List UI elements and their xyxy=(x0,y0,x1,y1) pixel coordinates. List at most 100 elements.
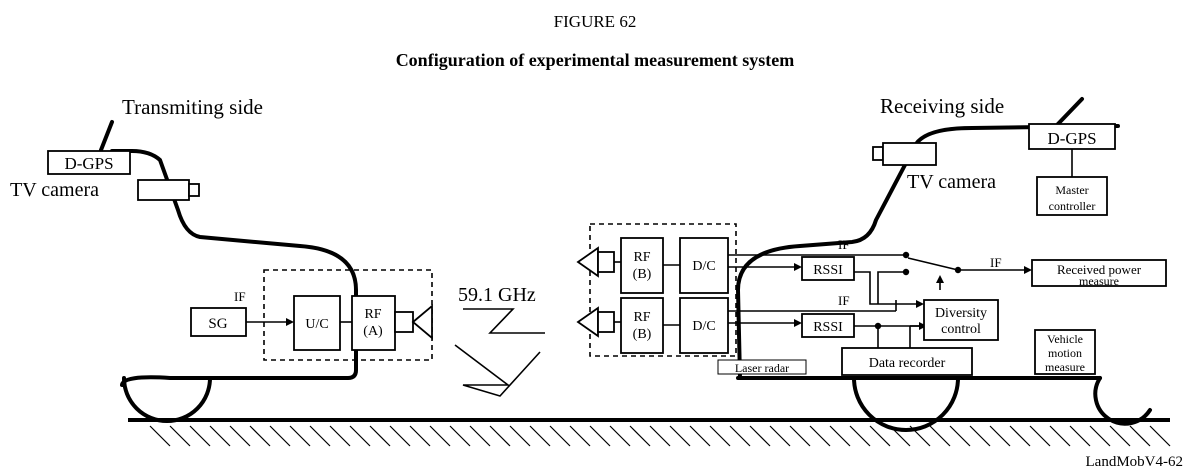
data-recorder-label: Data recorder xyxy=(869,356,946,371)
rx-rf-b-1-line2: (B) xyxy=(633,267,652,282)
received-power-measure-box: Received power measure xyxy=(1031,259,1167,288)
rx-rf-b-2-line1: RF xyxy=(633,310,650,325)
hatch-stroke xyxy=(429,425,451,447)
hatch-stroke xyxy=(1109,425,1131,447)
hatch-stroke xyxy=(569,425,591,447)
diversity-control-line1: Diversity xyxy=(935,306,987,321)
received-power-line2: measure xyxy=(1079,274,1119,288)
rx-rf-b-box-1: RF (B) xyxy=(620,237,664,294)
rx-if-label-3: IF xyxy=(990,255,1002,270)
receiving-side-label: Receiving side xyxy=(880,94,1004,118)
hatch-stroke xyxy=(369,425,391,447)
hatch-stroke xyxy=(669,425,691,447)
figure-reference: LandMobV4-62 xyxy=(1086,454,1184,470)
tx-uc-box: U/C xyxy=(293,295,341,351)
hatch-stroke xyxy=(529,425,551,447)
received-power-line1: Received power xyxy=(1057,262,1142,277)
hatch-stroke xyxy=(649,425,671,447)
rssi-box-2: RSSI xyxy=(801,313,855,338)
hatch-stroke xyxy=(1149,425,1171,447)
hatch-stroke xyxy=(1029,425,1051,447)
rx-dc-box-1: D/C xyxy=(679,237,729,294)
vehicle-motion-line3: measure xyxy=(1045,360,1085,374)
data-recorder-box: Data recorder xyxy=(841,347,973,376)
master-controller-line2: controller xyxy=(1049,199,1096,213)
transmitting-side-label: Transmiting side xyxy=(122,95,263,119)
vehicle-motion-line1: Vehicle xyxy=(1047,332,1083,346)
tx-camera-icon xyxy=(137,179,200,201)
rx-rf-b-2-line2: (B) xyxy=(633,327,652,342)
rx-if-label-1: IF xyxy=(838,237,850,252)
tx-rf-a-box: RF (A) xyxy=(351,295,396,351)
rx-rf-b-box-2: RF (B) xyxy=(620,297,664,354)
hatch-stroke xyxy=(289,425,311,447)
hatch-stroke xyxy=(709,425,731,447)
vehicle-motion-measure-box: Vehicle motion measure xyxy=(1034,329,1096,375)
hatch-stroke xyxy=(789,425,811,447)
rx-module-enclosure xyxy=(589,223,737,357)
hatch-stroke xyxy=(949,425,971,447)
hatch-stroke xyxy=(309,425,331,447)
hatch-stroke xyxy=(809,425,831,447)
vehicle-motion-line2: motion xyxy=(1048,346,1082,360)
tx-if-label: IF xyxy=(234,289,246,304)
hatch-stroke xyxy=(849,425,871,447)
switch-arm xyxy=(907,257,959,271)
tx-module-enclosure xyxy=(263,269,433,361)
figure-number: FIGURE 62 xyxy=(554,12,637,31)
transmitter-vehicle xyxy=(99,120,358,423)
rssi-1-label: RSSI xyxy=(813,263,843,278)
hatch-stroke xyxy=(169,425,191,447)
hatch-stroke xyxy=(1049,425,1071,447)
laser-radar-box: Laser radar xyxy=(717,359,807,375)
hatch-stroke xyxy=(829,425,851,447)
hatch-stroke xyxy=(409,425,431,447)
rx-camera-icon xyxy=(872,142,937,166)
laser-radar-label: Laser radar xyxy=(735,361,789,375)
hatch-stroke xyxy=(589,425,611,447)
tx-uc-label: U/C xyxy=(305,317,328,332)
tx-rf-a-line1: RF xyxy=(364,307,381,322)
hatch-stroke xyxy=(189,425,211,447)
hatch-stroke xyxy=(729,425,751,447)
frequency-label: 59.1 GHz xyxy=(458,284,536,306)
rx-dc-1-label: D/C xyxy=(692,259,715,274)
rx-rf-b-1-line1: RF xyxy=(633,250,650,265)
diversity-control-box: Diversity control xyxy=(923,299,999,341)
hatch-stroke xyxy=(509,425,531,447)
tx-horn-antenna-icon xyxy=(394,304,433,340)
hatch-stroke xyxy=(389,425,411,447)
rx-dgps-label: D-GPS xyxy=(1047,129,1096,148)
tx-dgps-label: D-GPS xyxy=(64,154,113,173)
hatch-stroke xyxy=(1069,425,1091,447)
rx-horn-antenna-2-icon xyxy=(576,306,615,338)
hatch-stroke xyxy=(1129,425,1151,447)
radio-link-upper-icon xyxy=(463,308,545,334)
hatch-stroke xyxy=(329,425,351,447)
figure-title: Configuration of experimental measuremen… xyxy=(396,50,795,70)
hatch-stroke xyxy=(249,425,271,447)
tx-sg-box: SG xyxy=(190,307,247,337)
arrow-sg-to-uc xyxy=(286,318,294,326)
rx-dc-box-2: D/C xyxy=(679,297,729,354)
rssi-2-label: RSSI xyxy=(813,320,843,335)
hatch-stroke xyxy=(469,425,491,447)
hatch-stroke xyxy=(629,425,651,447)
tx-rf-a-line2: (A) xyxy=(363,324,383,339)
hatch-stroke xyxy=(1009,425,1031,447)
rx-if-label-2: IF xyxy=(838,293,850,308)
hatch-stroke xyxy=(269,425,291,447)
rx-horn-antenna-1-icon xyxy=(576,246,615,278)
hatch-stroke xyxy=(969,425,991,447)
master-controller-line1: Master xyxy=(1055,183,1088,197)
tx-sg-label: SG xyxy=(208,316,227,332)
hatch-stroke xyxy=(869,425,891,447)
tx-tv-camera-label: TV camera xyxy=(10,179,99,201)
hatch-stroke xyxy=(769,425,791,447)
master-controller-box: Master controller xyxy=(1036,176,1108,216)
hatch-stroke xyxy=(449,425,471,447)
receiver-vehicle xyxy=(736,97,1152,432)
hatch-stroke xyxy=(489,425,511,447)
hatch-stroke xyxy=(609,425,631,447)
hatch-stroke xyxy=(989,425,1011,447)
